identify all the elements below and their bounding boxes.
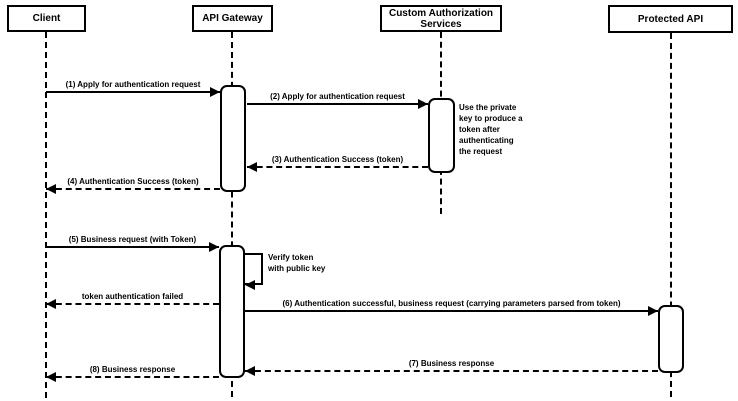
message-2-apply-authentication: (2) Apply for authentication request <box>247 92 428 110</box>
message-token-failed-label: token authentication failed <box>81 292 184 301</box>
arrowhead-icon <box>209 242 219 252</box>
message-4-authentication-success: (4) Authentication Success (token) <box>46 177 220 195</box>
lifeline-api-gateway <box>231 32 233 397</box>
message-1-label: (1) Apply for authentication request <box>65 80 201 89</box>
arrowhead-icon <box>418 99 428 109</box>
message-4-line <box>46 188 220 190</box>
actor-api-gateway: API Gateway <box>192 5 273 32</box>
message-1-line <box>46 91 220 93</box>
arrowhead-icon <box>46 184 56 194</box>
actor-custom-authorization-services-label: Custom Authorization Services <box>388 7 494 30</box>
message-5-business-request: (5) Business request (with Token) <box>46 235 219 253</box>
arrowhead-icon <box>210 87 220 97</box>
message-8-label: (8) Business response <box>89 365 176 374</box>
message-2-label: (2) Apply for authentication request <box>270 92 405 101</box>
message-4-label: (4) Authentication Success (token) <box>67 177 199 186</box>
arrowhead-icon <box>46 299 56 309</box>
message-3-authentication-success: (3) Authentication Success (token) <box>247 155 428 173</box>
actor-client: Client <box>7 5 86 32</box>
activation-protected-api <box>658 305 684 373</box>
activation-api-gateway-business <box>219 245 245 378</box>
message-7-line <box>245 370 658 372</box>
message-6-line <box>245 310 658 312</box>
message-5-label: (5) Business request (with Token) <box>68 235 197 244</box>
activation-api-gateway-auth <box>220 85 246 192</box>
message-7-label: (7) Business response <box>408 359 495 368</box>
message-2-line <box>247 103 428 105</box>
message-6-label: (6) Authentication successful, business … <box>282 299 621 308</box>
message-3-label: (3) Authentication Success (token) <box>271 155 404 164</box>
message-5-line <box>46 246 219 248</box>
message-3-line <box>247 166 428 168</box>
actor-client-label: Client <box>32 13 61 24</box>
lifeline-client <box>45 32 47 398</box>
activation-custom-authorization-services <box>428 98 455 173</box>
arrowhead-icon <box>46 372 56 382</box>
message-6-authentication-successful-business-request: (6) Authentication successful, business … <box>245 299 658 317</box>
arrowhead-icon <box>247 162 257 172</box>
message-1-apply-authentication: (1) Apply for authentication request <box>46 80 220 98</box>
message-7-business-response: (7) Business response <box>245 359 658 377</box>
lifeline-protected-api <box>670 33 672 397</box>
actor-protected-api: Protected API <box>608 5 733 33</box>
actor-custom-authorization-services: Custom Authorization Services <box>380 5 502 32</box>
message-8-line <box>46 376 219 378</box>
self-message-label: Verify token with public key <box>268 253 326 273</box>
arrowhead-icon <box>245 366 255 376</box>
actor-protected-api-label: Protected API <box>637 13 704 25</box>
actor-api-gateway-label: API Gateway <box>202 13 263 24</box>
message-8-business-response: (8) Business response <box>46 365 219 383</box>
arrowhead-icon <box>648 306 658 316</box>
arrowhead-icon <box>245 280 255 290</box>
message-token-authentication-failed: token authentication failed <box>46 292 219 310</box>
note-private-key: Use the private key to produce a token a… <box>459 103 523 156</box>
message-token-failed-line <box>46 303 219 305</box>
